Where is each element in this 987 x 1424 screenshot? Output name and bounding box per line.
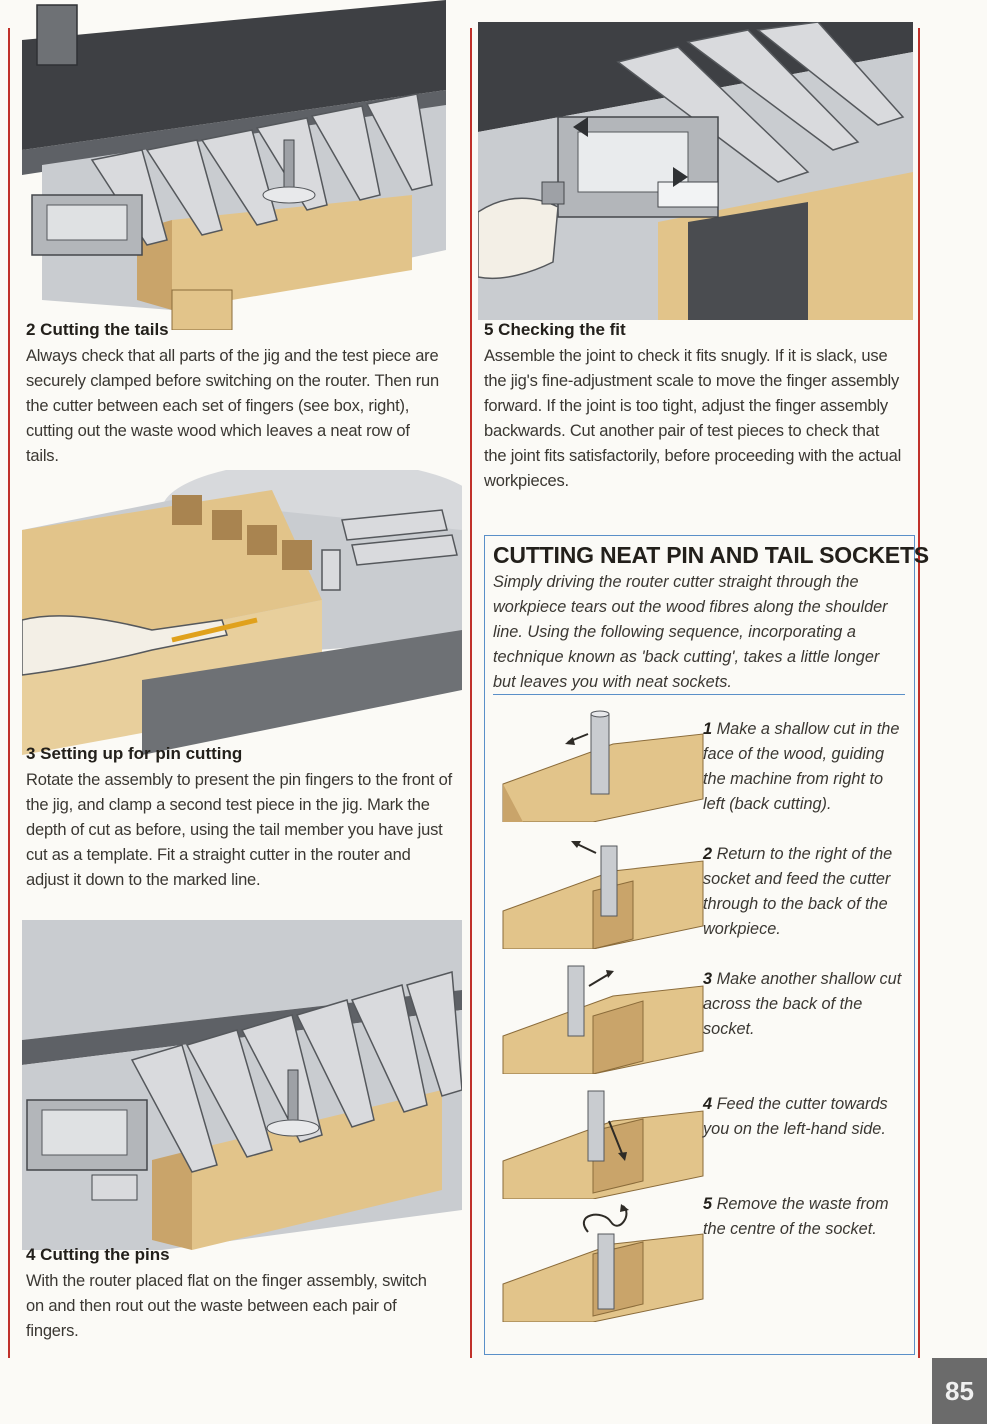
sequence-1-number: 1 [703, 720, 713, 738]
sequence-5-number: 5 [703, 1195, 713, 1213]
sequence-5-label: Remove the waste from the centre of the … [703, 1195, 889, 1238]
sequence-4-diagram [493, 1081, 705, 1199]
step-2-title: 2 Cutting the tails [26, 320, 169, 339]
step-3-body: Rotate the assembly to present the pin f… [26, 771, 453, 889]
center-margin-rule [470, 28, 472, 1358]
page-number: 85 [945, 1376, 974, 1406]
illustration-setting-up [22, 470, 462, 755]
illustration-cutting-tails [22, 0, 446, 330]
sequence-3-text: 3 Make another shallow cut across the ba… [703, 967, 908, 1042]
sequence-4-text: 4 Feed the cutter towards you on the lef… [703, 1092, 908, 1142]
sequence-5-diagram [493, 1204, 705, 1322]
illustration-cutting-pins [22, 920, 462, 1250]
sequence-3-number: 3 [703, 970, 713, 988]
sequence-2-text: 2 Return to the right of the socket and … [703, 842, 908, 942]
sequence-1-diagram [493, 704, 705, 822]
page-number-tab: 85 [932, 1358, 987, 1424]
sequence-1-text: 1 Make a shallow cut in the face of the … [703, 717, 908, 817]
sequence-4-number: 4 [703, 1095, 713, 1113]
sequence-5-text: 5 Remove the waste from the centre of th… [703, 1192, 908, 1242]
sequence-1-label: Make a shallow cut in the face of the wo… [703, 720, 900, 813]
right-margin-rule [918, 28, 920, 1358]
step-5-body: Assemble the joint to check it fits snug… [484, 347, 902, 490]
sequence-3-label: Make another shallow cut across the back… [703, 970, 902, 1038]
sidebar-box: CUTTING NEAT PIN AND TAIL SOCKETS Simply… [484, 535, 929, 1355]
step-4-title: 4 Cutting the pins [26, 1245, 170, 1264]
sidebar-intro: Simply driving the router cutter straigh… [493, 573, 888, 691]
step-3-title: 3 Setting up for pin cutting [26, 744, 243, 763]
sidebar-divider [493, 694, 905, 695]
sequence-2-label: Return to the right of the socket and fe… [703, 845, 893, 938]
illustration-checking-fit [478, 22, 913, 320]
step-2-body: Always check that all parts of the jig a… [26, 347, 439, 465]
sequence-4-label: Feed the cutter towards you on the left-… [703, 1095, 888, 1138]
left-margin-rule [8, 28, 10, 1358]
step-4-body: With the router placed flat on the finge… [26, 1272, 427, 1340]
sidebar-title: CUTTING NEAT PIN AND TAIL SOCKETS [493, 542, 929, 568]
sequence-2-diagram [493, 831, 705, 949]
sequence-3-diagram [493, 956, 705, 1074]
step-5-title: 5 Checking the fit [484, 320, 626, 339]
sequence-2-number: 2 [703, 845, 713, 863]
